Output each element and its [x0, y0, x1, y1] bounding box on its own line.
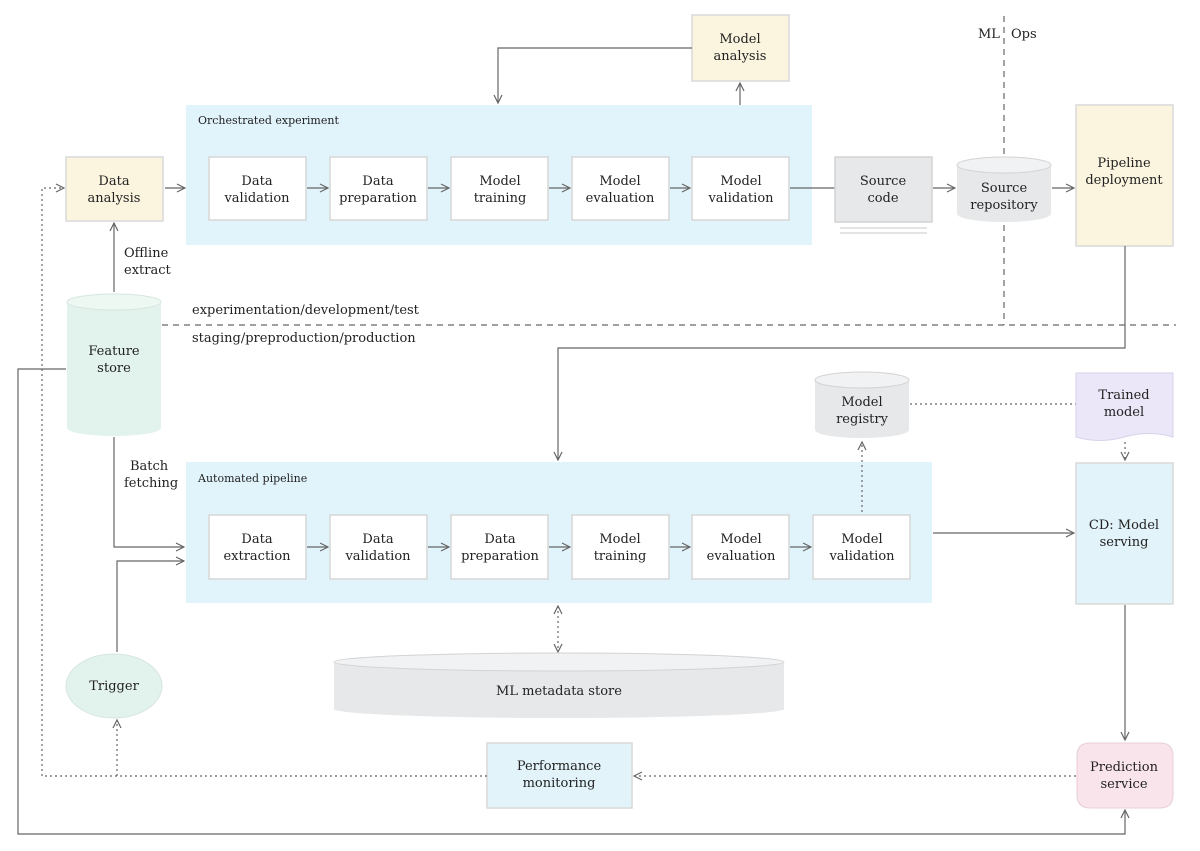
source-repository-label-2: repository [970, 198, 1038, 213]
pipeline-step-label: preparation [461, 549, 539, 564]
pipeline-step-label: Data [362, 532, 393, 547]
experiment-step-label: validation [707, 191, 774, 206]
ops-label: Ops [1011, 27, 1037, 42]
pipeline-step-label: Model [720, 532, 761, 547]
trigger-to-pipeline-arrow [116, 561, 184, 652]
model-analysis-feedback-arrow [498, 47, 692, 103]
offline-extract-label-2: extract [124, 263, 171, 278]
experiment-step-model-evaluation: Model evaluation [571, 156, 670, 221]
model-analysis-label-1: Model [719, 32, 760, 47]
pipeline-step-model-training: Model training [571, 514, 670, 580]
data-analysis-label-1: Data [98, 174, 129, 189]
pipeline-step-label: Data [484, 532, 515, 547]
pipeline-step-data-validation: Data validation [329, 514, 428, 580]
deployment-to-pipeline-arrow [558, 246, 1126, 460]
feature-store-cylinder [66, 293, 162, 436]
pipeline-step-label: validation [344, 549, 411, 564]
experiment-step-label: validation [223, 191, 290, 206]
automated-pipeline-panel [186, 462, 932, 603]
experiment-step-data-preparation: Data preparation [329, 156, 428, 221]
model-registry-label-2: registry [836, 412, 888, 427]
pipeline-step-label: Data [241, 532, 272, 547]
zone-bottom-label: staging/preproduction/production [192, 331, 416, 346]
orchestrated-experiment-title: Orchestrated experiment [198, 114, 339, 127]
prediction-service-label-2: service [1100, 777, 1147, 792]
pipeline-deployment-label-2: deployment [1085, 173, 1163, 188]
experiment-step-label: training [474, 191, 527, 206]
trained-model-label-1: Trained [1098, 388, 1149, 403]
pipeline-step-data-extraction: Data extraction [208, 514, 307, 580]
source-repository-label-1: Source [981, 181, 1028, 196]
feature-store-label-1: Feature [88, 344, 140, 359]
trained-model-document [1075, 372, 1174, 441]
automated-pipeline-title: Automated pipeline [197, 472, 307, 485]
prediction-service-node [1076, 742, 1174, 809]
source-repository-cylinder [956, 156, 1052, 222]
experiment-step-label: Data [241, 174, 272, 189]
trigger-label: Trigger [89, 679, 139, 694]
feature-store-to-prediction-arrow [17, 368, 1125, 835]
pipeline-deployment-box [1075, 104, 1174, 247]
performance-monitoring-label-2: monitoring [523, 776, 596, 791]
experiment-step-model-validation: Model validation [691, 156, 790, 221]
pipeline-step-data-preparation: Data preparation [450, 514, 549, 580]
pipeline-step-label: Model [841, 532, 882, 547]
experiment-step-label: evaluation [586, 191, 655, 206]
prediction-service-label-1: Prediction [1090, 760, 1159, 775]
pipeline-step-model-validation: Model validation [812, 514, 911, 580]
pipeline-step-label: validation [828, 549, 895, 564]
experiment-step-label: Model [599, 174, 640, 189]
trained-model-label-2: model [1104, 405, 1144, 420]
zone-top-label: experimentation/development/test [192, 303, 420, 318]
experiment-step-data-validation: Data validation [208, 156, 307, 221]
pipeline-deployment-label-1: Pipeline [1097, 156, 1151, 171]
experiment-step-label: Model [720, 174, 761, 189]
ml-metadata-store-cylinder [333, 652, 785, 718]
performance-monitoring-box [486, 742, 633, 809]
ml-metadata-store-label: ML metadata store [496, 684, 622, 699]
batch-fetching-arrow [113, 437, 184, 547]
experiment-step-model-training: Model training [450, 156, 549, 221]
source-code-label-1: Source [860, 174, 907, 189]
ml-label: ML [978, 27, 1000, 42]
source-code-box [834, 156, 933, 223]
experiment-step-label: preparation [339, 191, 417, 206]
data-analysis-label-2: analysis [88, 191, 141, 206]
trigger-node [65, 653, 163, 719]
experiment-step-label: Model [479, 174, 520, 189]
cd-serving-label-1: CD: Model [1089, 518, 1159, 533]
cd-model-serving-box [1075, 462, 1174, 605]
batch-fetching-label-1: Batch [130, 459, 169, 474]
pipeline-step-label: extraction [223, 549, 291, 564]
performance-monitoring-label-1: Performance [517, 759, 602, 774]
pipeline-step-label: training [594, 549, 647, 564]
data-analysis-box [65, 156, 164, 222]
pipeline-step-label: evaluation [707, 549, 776, 564]
batch-fetching-label-2: fetching [124, 476, 178, 491]
model-registry-label-1: Model [841, 395, 882, 410]
feature-store-label-2: store [97, 361, 131, 376]
experiment-step-label: Data [362, 174, 393, 189]
model-analysis-box [691, 14, 790, 82]
pipeline-step-label: Model [599, 532, 640, 547]
model-analysis-label-2: analysis [714, 49, 767, 64]
cd-serving-label-2: serving [1100, 535, 1149, 550]
source-code-label-2: code [867, 191, 898, 206]
offline-extract-label-1: Offline [124, 246, 169, 261]
model-registry-cylinder [814, 371, 910, 438]
pipeline-step-model-evaluation: Model evaluation [691, 514, 790, 580]
